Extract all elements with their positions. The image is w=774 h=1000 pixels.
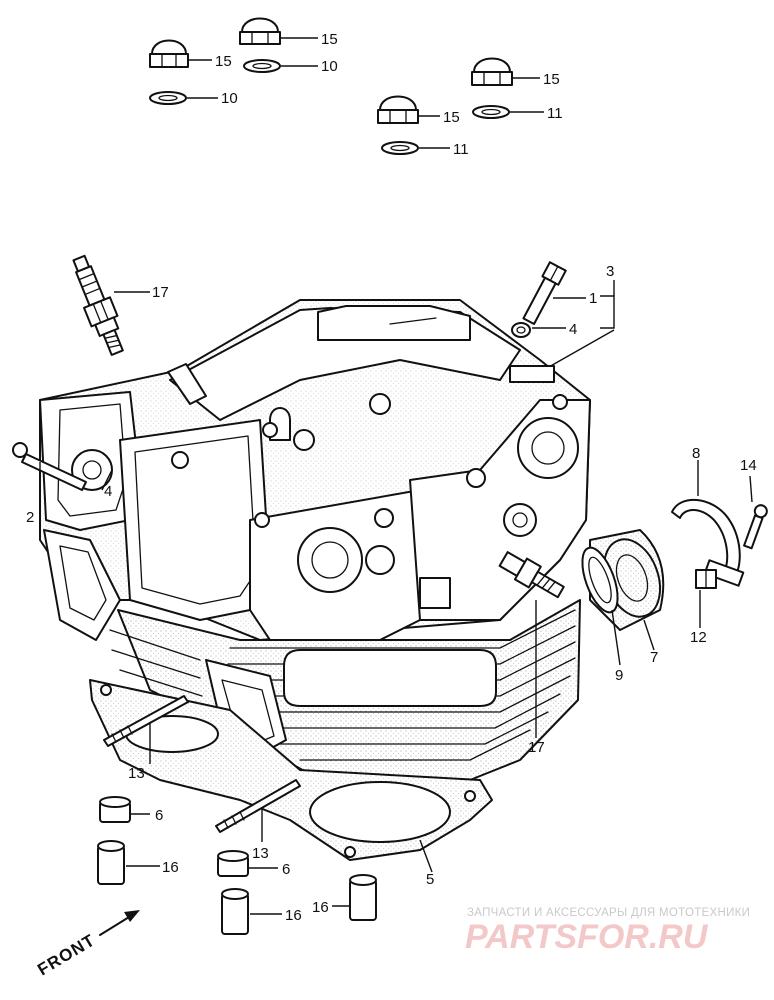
dowel-pin-16-a[interactable] [97, 840, 125, 885]
callout-12: 12 [690, 629, 707, 646]
callout-16-b: 16 [285, 907, 302, 924]
callout-2: 2 [26, 509, 34, 526]
watermark-tagline: ЗАПЧАСТИ И АКСЕССУАРЫ ДЛЯ МОТОТЕХНИКИ [467, 907, 750, 919]
dowel-pin-16-b[interactable] [221, 888, 249, 935]
callout-16-c: 16 [312, 899, 329, 916]
callout-10-b: 10 [221, 90, 238, 107]
dowel-pin-6-b[interactable] [217, 850, 249, 877]
insulator-band-8[interactable] [671, 498, 745, 587]
watermark-logo: PARTSFOR.RU [465, 918, 709, 956]
spark-plug-17-left[interactable] [66, 253, 130, 358]
callout-1: 1 [589, 290, 597, 307]
cap-nut-15-b[interactable] [149, 39, 189, 68]
stud-13-a[interactable] [103, 695, 189, 747]
callout-4-right: 4 [569, 321, 577, 338]
front-label: FRONT [34, 930, 98, 979]
callout-11-a: 11 [547, 105, 563, 122]
callout-6-b: 6 [282, 861, 290, 878]
callout-17-left: 17 [152, 284, 169, 301]
callout-16-a: 16 [162, 859, 179, 876]
cylinder-head-gasket-5[interactable] [89, 679, 493, 861]
callout-8: 8 [692, 445, 700, 462]
stud-13-b[interactable] [215, 779, 301, 833]
washer-11-a[interactable] [472, 105, 510, 119]
cap-nut-15-c[interactable] [471, 57, 513, 86]
watermark: ЗАПЧАСТИ И АКСЕССУАРЫ ДЛЯ МОТОТЕХНИКИ PA… [465, 907, 750, 956]
callout-15-a: 15 [321, 31, 338, 48]
bolt-1[interactable] [521, 261, 567, 326]
cap-nut-15-d[interactable] [377, 95, 419, 124]
cap-nut-15-a[interactable] [239, 17, 281, 45]
callout-6-a: 6 [155, 807, 163, 824]
callout-14: 14 [740, 457, 757, 474]
band-screw-14[interactable] [742, 504, 768, 550]
callout-3: 3 [606, 263, 614, 280]
callout-7: 7 [650, 649, 658, 666]
spark-plug-17-right[interactable] [498, 549, 567, 603]
nut-12[interactable] [695, 569, 717, 589]
callout-17-right: 17 [528, 739, 545, 756]
cylinder-head[interactable] [39, 299, 591, 781]
washer-11-b[interactable] [381, 141, 419, 155]
callout-15-c: 15 [543, 71, 560, 88]
callout-4-left: 4 [104, 483, 112, 500]
callout-15-d: 15 [443, 109, 460, 126]
washer-10-a[interactable] [243, 59, 281, 73]
callout-5: 5 [426, 871, 434, 888]
stud-bolt-2[interactable] [12, 442, 87, 491]
dowel-pin-6-a[interactable] [99, 796, 131, 823]
washer-4-right[interactable] [511, 322, 531, 338]
washer-10-b[interactable] [149, 91, 187, 105]
callout-10-a: 10 [321, 58, 338, 75]
callout-11-b: 11 [453, 141, 469, 158]
callout-9: 9 [615, 667, 623, 684]
callout-15-b: 15 [215, 53, 232, 70]
callout-13-b: 13 [252, 845, 269, 862]
callout-13-a: 13 [128, 765, 145, 782]
front-direction-arrow: FRONT [34, 910, 140, 979]
dowel-pin-16-c[interactable] [349, 874, 377, 921]
